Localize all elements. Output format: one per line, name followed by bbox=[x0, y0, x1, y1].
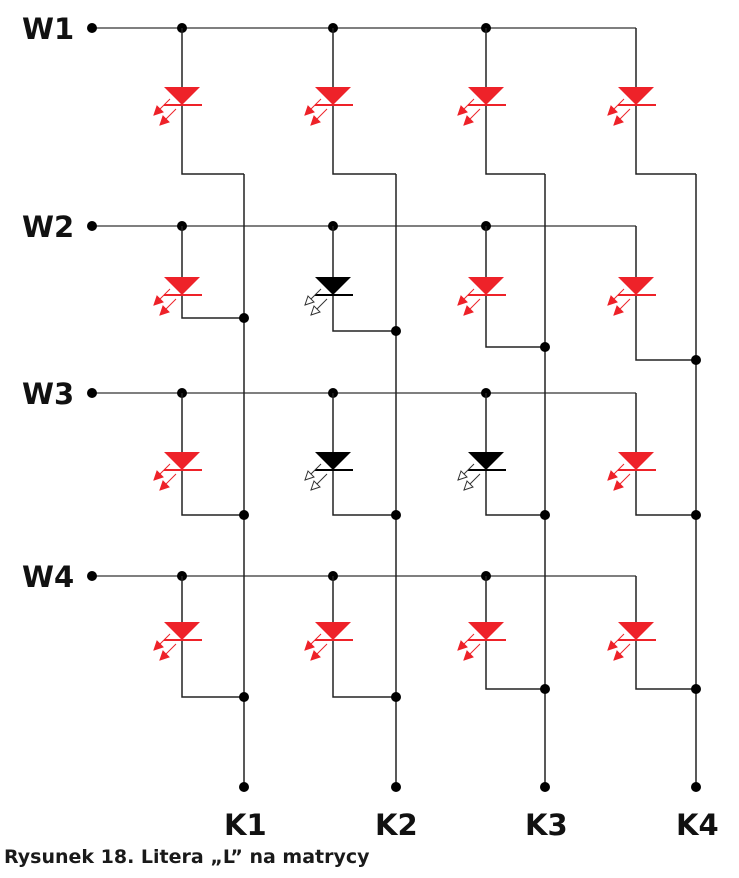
junction-dot bbox=[391, 326, 401, 336]
led-w2-k3-on bbox=[457, 277, 506, 316]
col-label-k2: K2 bbox=[375, 808, 418, 842]
led-w2-k2-off bbox=[304, 277, 353, 316]
led-wire bbox=[485, 393, 545, 516]
led-wire bbox=[332, 576, 396, 698]
col-label-k4: K4 bbox=[676, 808, 719, 842]
led-w3-k3-off bbox=[457, 452, 506, 491]
junction-dot bbox=[540, 510, 550, 520]
led-w4-k3-on bbox=[457, 622, 506, 661]
column-terminal-dot bbox=[239, 782, 249, 792]
junction-dot bbox=[691, 510, 701, 520]
led-w3-k4-on bbox=[607, 452, 656, 491]
led-wire bbox=[485, 28, 545, 175]
row-terminal-dot bbox=[87, 221, 97, 231]
column-terminal-dot bbox=[691, 782, 701, 792]
col-label-k3: K3 bbox=[525, 808, 568, 842]
led-w1-k1-on bbox=[153, 87, 202, 126]
row-label-w1: W1 bbox=[22, 12, 75, 46]
figure-caption: Rysunek 18. Litera „L” na matrycy bbox=[4, 846, 370, 868]
led-w1-k3-on bbox=[457, 87, 506, 126]
led-wire bbox=[635, 226, 696, 361]
led-w1-k4-on bbox=[607, 87, 656, 126]
led-w2-k4-on bbox=[607, 277, 656, 316]
led-wire bbox=[332, 393, 396, 516]
led-wire bbox=[635, 28, 696, 175]
junction-dot bbox=[540, 342, 550, 352]
col-label-k1: K1 bbox=[224, 808, 267, 842]
junction-dot bbox=[239, 313, 249, 323]
led-wire bbox=[332, 226, 396, 332]
led-wire bbox=[181, 576, 244, 698]
junction-dot bbox=[391, 692, 401, 702]
led-wire bbox=[635, 576, 696, 690]
junction-dot bbox=[239, 510, 249, 520]
led-w4-k1-on bbox=[153, 622, 202, 661]
column-terminal-dot bbox=[540, 782, 550, 792]
led-w1-k2-on bbox=[304, 87, 353, 126]
led-wire bbox=[181, 393, 244, 516]
led-wire bbox=[485, 226, 545, 348]
led-w4-k4-on bbox=[607, 622, 656, 661]
row-label-w2: W2 bbox=[22, 210, 75, 244]
junction-dot bbox=[391, 510, 401, 520]
led-w3-k1-on bbox=[153, 452, 202, 491]
row-terminal-dot bbox=[87, 23, 97, 33]
led-wire bbox=[635, 393, 696, 516]
led-wire bbox=[181, 226, 244, 319]
led-w2-k1-on bbox=[153, 277, 202, 316]
led-wire bbox=[332, 28, 396, 175]
led-w3-k2-off bbox=[304, 452, 353, 491]
junction-dot bbox=[691, 684, 701, 694]
row-terminal-dot bbox=[87, 571, 97, 581]
led-w4-k2-on bbox=[304, 622, 353, 661]
led-wire bbox=[485, 576, 545, 690]
row-label-w4: W4 bbox=[22, 560, 75, 594]
row-terminal-dot bbox=[87, 388, 97, 398]
column-terminal-dot bbox=[391, 782, 401, 792]
junction-dot bbox=[691, 355, 701, 365]
junction-dot bbox=[540, 684, 550, 694]
junction-dot bbox=[239, 692, 249, 702]
row-label-w3: W3 bbox=[22, 377, 75, 411]
led-wire bbox=[181, 28, 244, 175]
